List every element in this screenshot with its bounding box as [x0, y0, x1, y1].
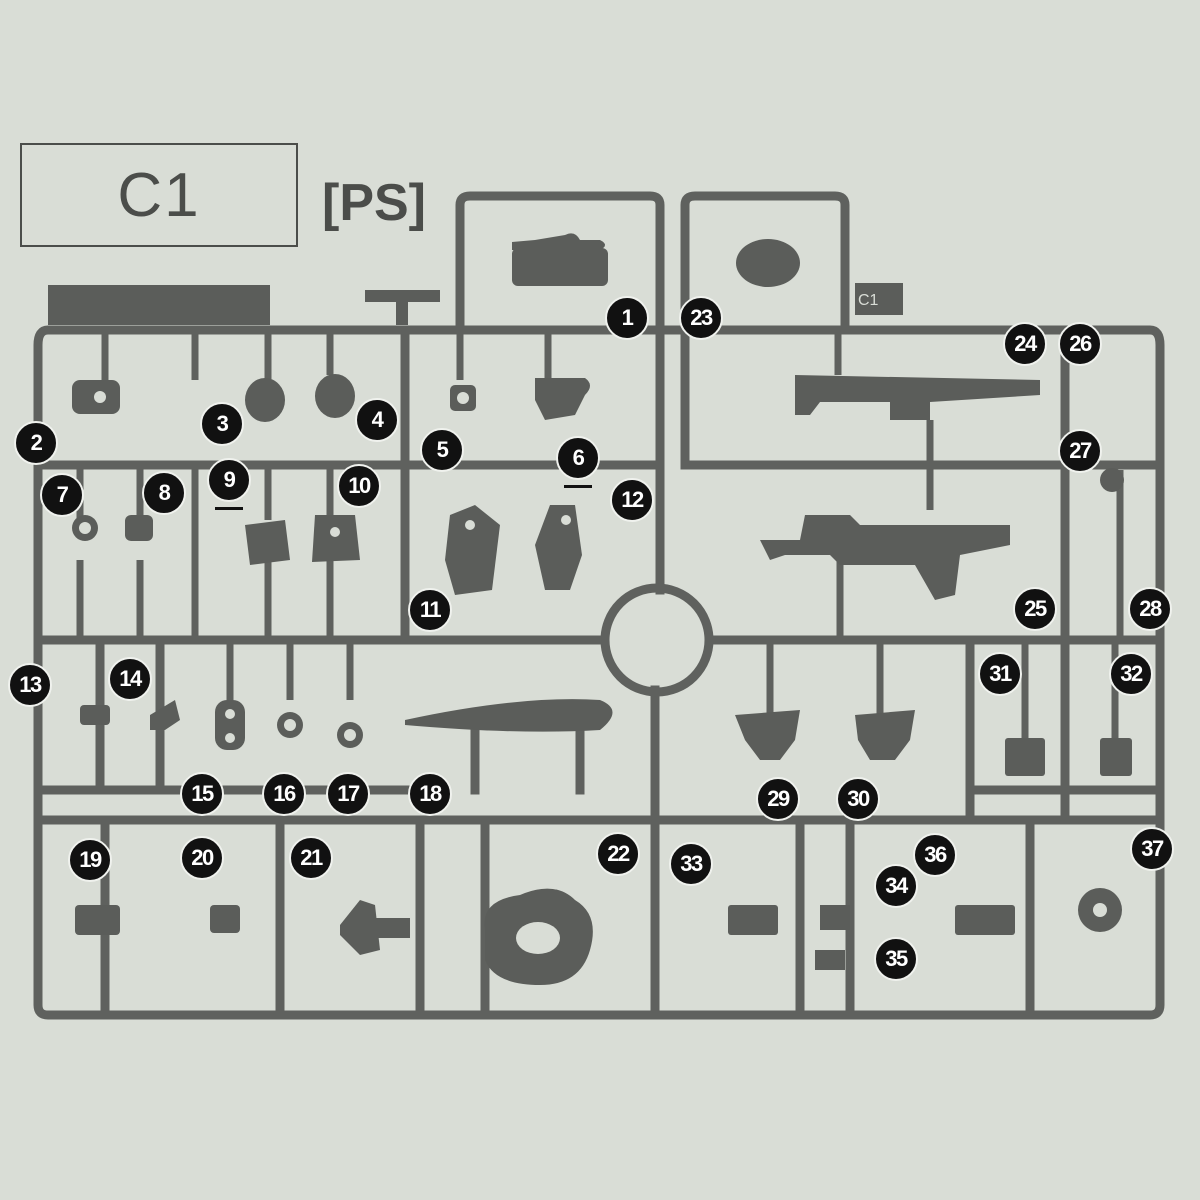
sprue-frame: [33, 325, 1165, 1020]
part-rifle: [760, 515, 1010, 600]
part-7-hole: [79, 522, 91, 534]
part-number-9: 9: [207, 458, 251, 510]
part-number-22: 22: [596, 832, 640, 876]
part-number-7: 7: [40, 473, 84, 517]
part-1: [512, 233, 605, 250]
part-number-31: 31: [978, 652, 1022, 696]
part-number-30: 30: [836, 777, 880, 821]
part-19: [75, 905, 120, 935]
part-number-37: 37: [1130, 827, 1174, 871]
part-31: [1005, 738, 1045, 776]
part-number-8: 8: [142, 471, 186, 515]
part-number-36: 36: [913, 833, 957, 877]
part-3: [245, 378, 285, 422]
part-11-hole: [465, 520, 475, 530]
part-14: [150, 700, 180, 730]
part-27: [1100, 468, 1124, 492]
part-number-20: 20: [180, 836, 224, 880]
part-number-5: 5: [420, 428, 464, 472]
sprue-hub-ring: [600, 583, 714, 697]
part-30-hand: [855, 710, 915, 760]
part-5-hole: [457, 392, 469, 404]
material-code: [PS]: [322, 174, 426, 232]
part-number-14: 14: [108, 657, 152, 701]
part-15: [215, 700, 245, 750]
part-number-21: 21: [289, 836, 333, 880]
part-number-15: 15: [180, 772, 224, 816]
part-number-24: 24: [1003, 322, 1047, 366]
part-number-34: 34: [874, 864, 918, 908]
part-number-26: 26: [1058, 322, 1102, 366]
part-22-hole: [516, 922, 560, 954]
part-number-23: 23: [679, 296, 723, 340]
part-number-13: 13: [8, 663, 52, 707]
part-21: [340, 900, 380, 955]
part-number-28: 28: [1128, 587, 1172, 631]
part-36: [955, 905, 1015, 935]
part-barrel-1: [795, 375, 1040, 420]
sprue-tag-text: C1: [858, 292, 879, 309]
sprue-label: C1: [117, 160, 201, 230]
part-18: [405, 699, 613, 732]
part-1-body: [512, 248, 608, 286]
part-number-12: 12: [610, 478, 654, 522]
part-17-hole: [344, 729, 356, 741]
part-35: [815, 950, 845, 970]
part-11: [445, 505, 500, 595]
part-number-11: 11: [408, 588, 452, 632]
part-number-4: 4: [355, 398, 399, 442]
part-number-1: 1: [605, 296, 649, 340]
part-29-hand: [735, 710, 800, 760]
part-21-joint: [370, 918, 410, 938]
part-15-hole-b: [225, 733, 235, 743]
part-number-33: 33: [669, 842, 713, 886]
part-37-hole: [1093, 903, 1107, 917]
part-6: [535, 378, 590, 420]
sprue-upper-left-box: [455, 191, 665, 335]
part-number-29: 29: [756, 777, 800, 821]
part-number-25: 25: [1013, 587, 1057, 631]
part-32: [1100, 738, 1132, 776]
part-12: [535, 505, 582, 590]
part-number-6: 6: [556, 436, 600, 488]
part-10-hole: [330, 527, 340, 537]
part-9: [245, 520, 290, 565]
part-4: [315, 374, 355, 418]
part-34: [820, 905, 850, 930]
part-33: [728, 905, 778, 935]
part-c1-tag: [855, 283, 903, 315]
part-23: [736, 239, 800, 287]
part-top-plate: [48, 285, 270, 325]
sprue-upper-right-box: [680, 191, 850, 335]
part-13: [80, 705, 110, 725]
part-number-16: 16: [262, 772, 306, 816]
part-15-hole-a: [225, 709, 235, 719]
part-12-hole: [561, 515, 571, 525]
part-t-tab: [365, 290, 440, 325]
part-number-10: 10: [337, 464, 381, 508]
part-number-35: 35: [874, 937, 918, 981]
part-16-hole: [284, 719, 296, 731]
part-number-2: 2: [14, 421, 58, 465]
sprue-label-box: C1: [20, 143, 298, 247]
part-number-27: 27: [1058, 429, 1102, 473]
part-2-hole: [94, 391, 106, 403]
part-number-18: 18: [408, 772, 452, 816]
part-number-17: 17: [326, 772, 370, 816]
part-20: [210, 905, 240, 933]
part-number-32: 32: [1109, 652, 1153, 696]
part-number-19: 19: [68, 838, 112, 882]
part-10: [312, 515, 360, 562]
part-8: [125, 515, 153, 541]
part-number-3: 3: [200, 402, 244, 446]
